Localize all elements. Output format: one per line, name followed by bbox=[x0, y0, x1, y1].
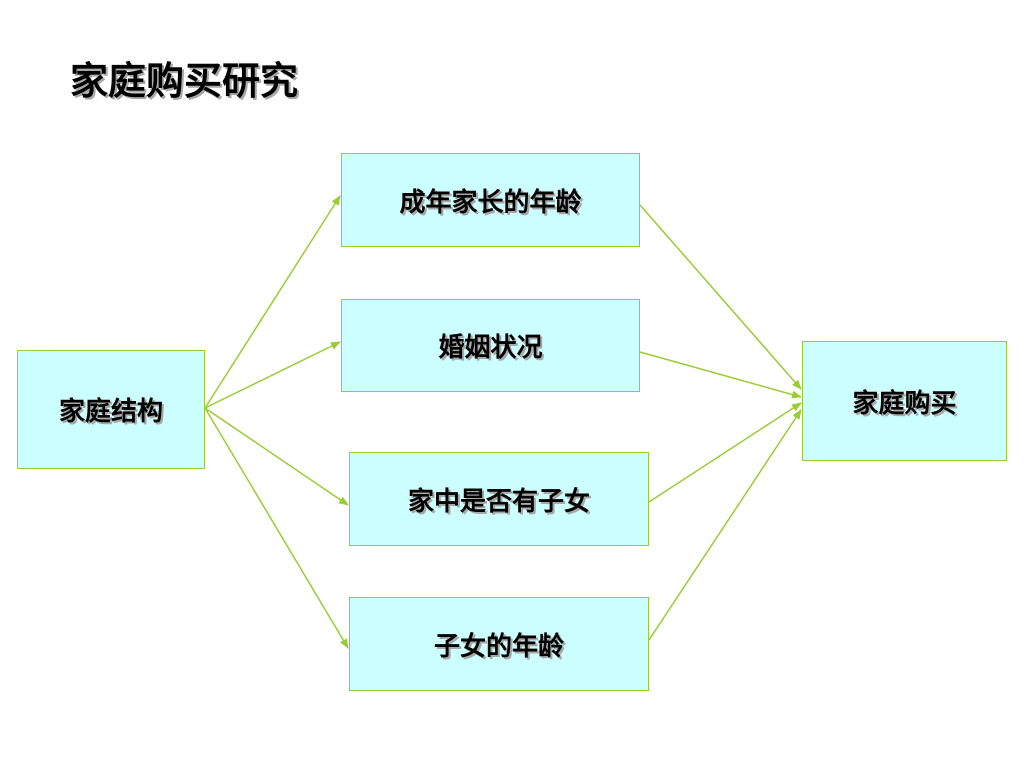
arrow-has-children-to-target bbox=[648, 402, 802, 503]
page-title: 家庭购买研究 bbox=[70, 59, 299, 103]
arrow-children-age-to-target bbox=[648, 409, 802, 641]
arrow-source-to-children-age bbox=[204, 407, 349, 649]
node-family-purchase: 家庭购买 bbox=[802, 341, 1007, 461]
arrow-source-to-marital-status bbox=[204, 341, 341, 409]
arrow-source-to-has-children bbox=[204, 407, 349, 506]
arrow-marital-status-to-target bbox=[639, 351, 802, 399]
node-family-structure: 家庭结构 bbox=[17, 350, 205, 469]
node-children-age: 子女的年龄 bbox=[349, 597, 649, 691]
node-marital-status: 婚姻状况 bbox=[341, 299, 640, 392]
node-has-children: 家中是否有子女 bbox=[349, 452, 649, 546]
node-parent-age: 成年家长的年龄 bbox=[341, 153, 640, 247]
arrow-source-to-parent-age bbox=[204, 195, 341, 409]
arrow-parent-age-to-target bbox=[639, 204, 802, 390]
